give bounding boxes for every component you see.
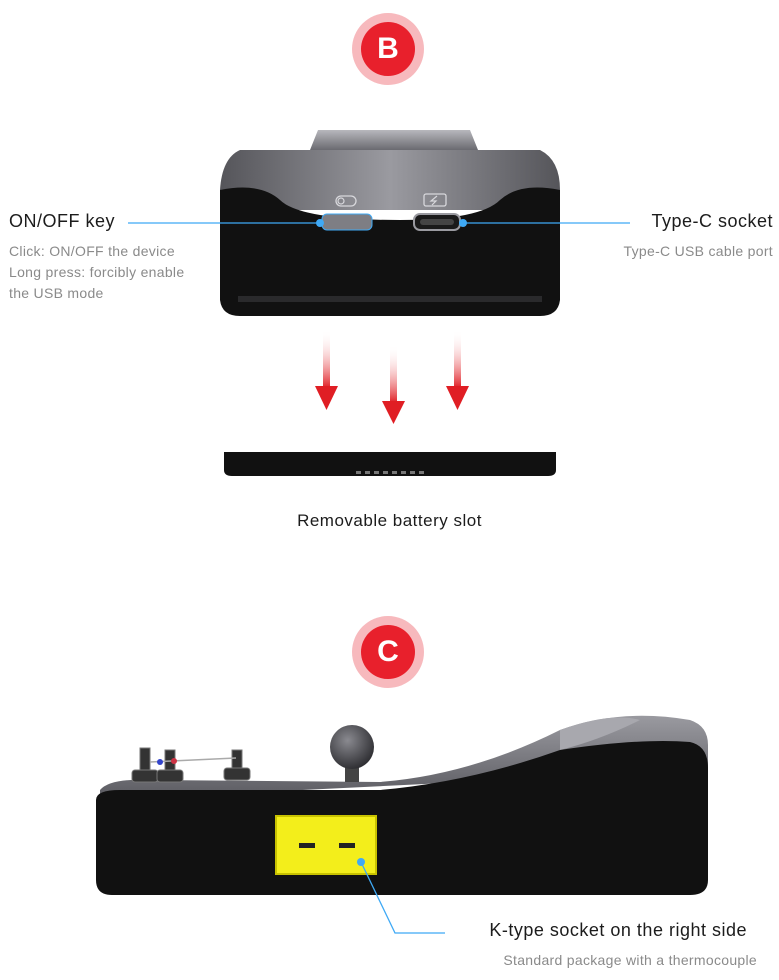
device-side-body (96, 741, 708, 895)
onoff-key-button (321, 213, 373, 231)
battery-charge-icon (423, 193, 447, 207)
section-b-badge-letter: B (361, 22, 415, 76)
device-top-cap (310, 130, 478, 150)
ktype-callout-line (360, 861, 445, 934)
device-lower-shell (220, 187, 560, 316)
onoff-desc-line: Long press: forcibly enable (9, 264, 185, 280)
onoff-desc-line: Click: ON/OFF the device (9, 243, 175, 259)
typec-socket-title: Type-C socket (651, 211, 773, 231)
device-top-illustration (128, 130, 630, 476)
ktype-socket-title: K-type socket on the right side (489, 920, 747, 940)
toggle-icon (335, 195, 357, 207)
section-c-badge-letter: C (361, 625, 415, 679)
onoff-desc-line: the USB mode (9, 285, 104, 301)
insert-arrows (315, 330, 469, 424)
device-upper-shell (220, 150, 560, 210)
section-b-badge: B (352, 13, 424, 85)
device-side-illustration (96, 715, 708, 934)
ktype-socket-description: Standard package with a thermocouple (503, 952, 757, 968)
terminal-posts (131, 747, 251, 783)
section-c-badge: C (352, 616, 424, 688)
device-top-contour (100, 715, 708, 800)
onoff-key-title: ON/OFF key (9, 211, 116, 231)
battery-slot (224, 452, 556, 476)
battery-slot-caption: Removable battery slot (297, 511, 482, 530)
onoff-key-description: Click: ON/OFF the device Long press: for… (9, 241, 219, 304)
knob-icon (330, 725, 374, 769)
typec-socket-description: Type-C USB cable port (623, 243, 773, 259)
